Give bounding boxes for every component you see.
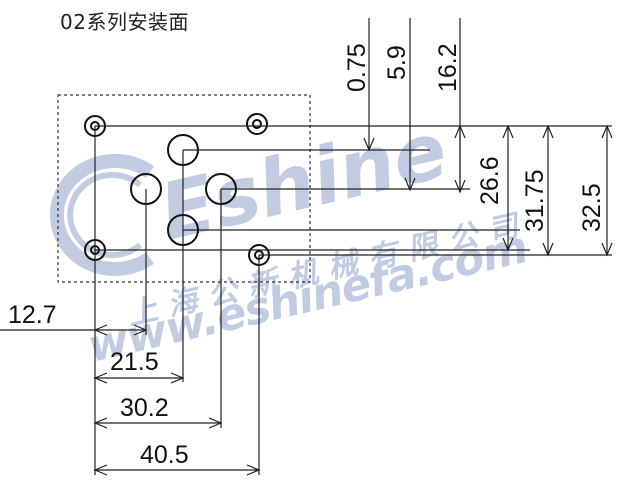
watermark: Eshine 上海公新机械有限公司 www.eshinefa.com	[50, 105, 533, 373]
dim-bottom-40-5: 40.5	[140, 441, 189, 469]
dim-right-32-5: 32.5	[578, 183, 606, 232]
dim-top-16-2: 16.2	[434, 43, 462, 92]
dim-bottom-21-5: 21.5	[110, 348, 159, 376]
right-dimension-lines	[454, 124, 613, 257]
dim-bottom-12-7: 12.7	[8, 301, 57, 329]
watermark-logo-icon	[50, 154, 155, 276]
dim-right-31-75: 31.75	[521, 169, 549, 232]
horizontal-centerlines	[95, 125, 612, 256]
dim-bottom-30-2: 30.2	[120, 394, 169, 422]
diagram-title: 02系列安装面	[60, 10, 189, 34]
dim-top-5-9: 5.9	[383, 45, 411, 80]
dim-right-26-6: 26.6	[476, 156, 504, 205]
vertical-centerlines	[94, 126, 260, 475]
bottom-dimension-lines	[0, 324, 261, 476]
dim-top-0-75: 0.75	[343, 43, 371, 92]
mounting-face-outline	[57, 94, 311, 283]
mounting-hole-top-right	[246, 113, 268, 135]
